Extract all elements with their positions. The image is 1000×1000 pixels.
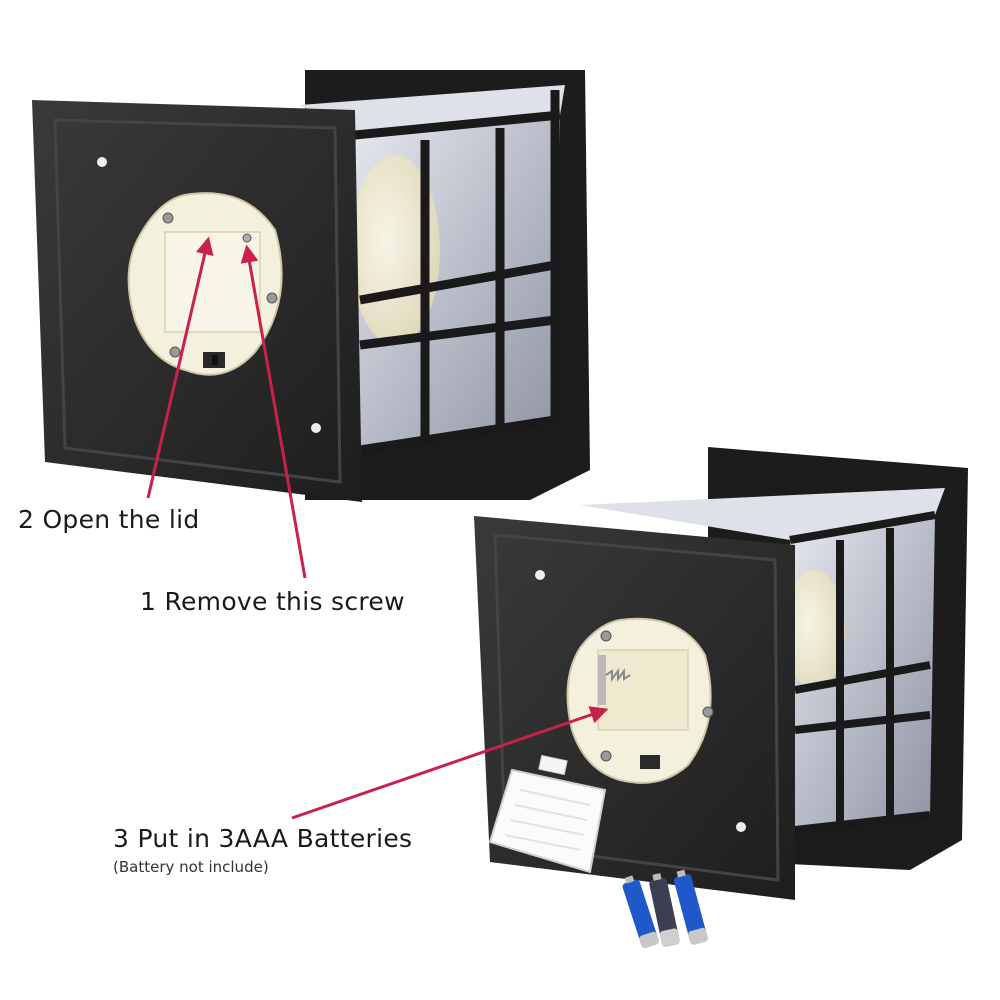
screw-icon (266, 292, 278, 304)
lantern-bottom-glass-grid (789, 511, 936, 834)
step-open-lid-label: 2 Open the lid (18, 505, 200, 534)
lantern-bottom-battery-bay (597, 649, 689, 731)
screw-icon (600, 630, 612, 642)
lantern-bottom-hole-left (535, 570, 545, 580)
lantern-top-hole-left (97, 157, 107, 167)
battery-lid (488, 754, 607, 874)
lantern-top-battery-lid (164, 231, 261, 333)
screw-icon (702, 706, 714, 718)
lantern-bottom-hole-right (736, 822, 746, 832)
aaa-battery-icon (622, 875, 659, 949)
lantern-top-hole-right (311, 423, 321, 433)
lantern-bottom-front-bevel (493, 533, 780, 882)
pointer-arrows (146, 236, 609, 820)
aaa-battery-icon (673, 869, 708, 945)
battery-note-label: (Battery not include) (113, 858, 269, 876)
switch-knob (212, 355, 218, 365)
arrow-open-lid (146, 236, 214, 499)
step-remove-screw-label: 1 Remove this screw (140, 587, 405, 616)
lantern-bottom-spring (605, 668, 631, 682)
step-put-batteries-label: 3 Put in 3AAA Batteries (113, 824, 413, 853)
lantern-top-front-bevel (53, 118, 342, 484)
screw-icon (162, 212, 174, 224)
screw-icon (242, 233, 252, 243)
arrow-remove-screw (240, 244, 307, 579)
lantern-top (32, 70, 590, 502)
screw-icon (169, 346, 181, 358)
lantern-bottom-contact (598, 655, 606, 705)
screw-icon (600, 750, 612, 762)
lantern-top-glass-top (300, 85, 565, 135)
arrow-batteries (291, 706, 609, 820)
lantern-bottom-bulb (785, 570, 845, 690)
aaa-battery-icon (649, 873, 680, 947)
lantern-top-glass-grid (354, 90, 561, 455)
aaa-batteries (622, 869, 708, 949)
switch-icon (640, 755, 660, 769)
